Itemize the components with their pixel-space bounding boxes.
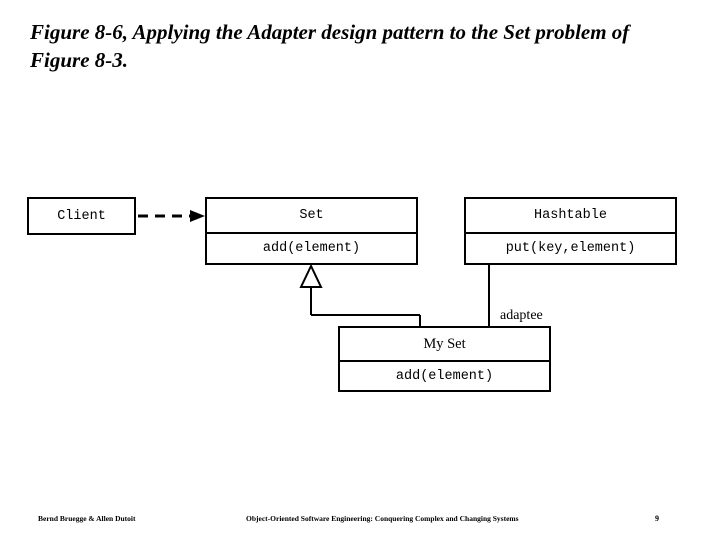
class-box-hashtable[interactable]: Hashtable put(key,element) <box>464 197 677 265</box>
class-operation-hashtable-put: put(key,element) <box>466 232 675 263</box>
dependency-client-to-set <box>138 210 205 222</box>
class-name-myset: My Set <box>423 335 466 352</box>
generalization-myset-to-set <box>299 263 421 326</box>
page-title: Figure 8-6, Applying the Adapter design … <box>30 20 630 72</box>
class-name-set: Set <box>299 208 324 223</box>
class-name-client: Client <box>57 208 106 224</box>
footer-page-number: 9 <box>655 514 659 523</box>
class-box-myset[interactable]: My Set add(element) <box>338 326 551 392</box>
adaptee-label: adaptee <box>500 308 543 323</box>
class-box-client[interactable]: Client <box>27 197 136 235</box>
footer-author: Bernd Bruegge & Allen Dutoit <box>38 514 136 523</box>
class-name-hashtable: Hashtable <box>534 208 607 223</box>
class-box-set[interactable]: Set add(element) <box>205 197 418 265</box>
footer-book-title: Object-Oriented Software Engineering: Co… <box>246 514 519 523</box>
class-operation-myset-add: add(element) <box>340 360 549 390</box>
class-operation-set-add: add(element) <box>207 232 416 263</box>
